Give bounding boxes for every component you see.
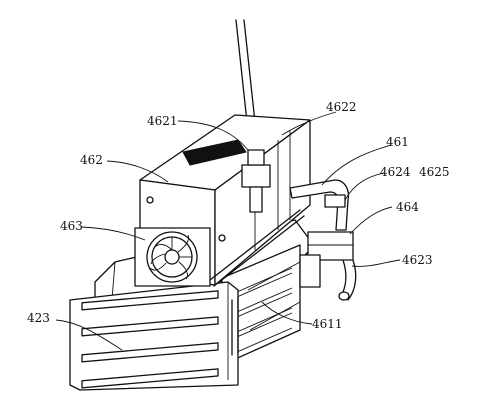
label-4611: 4611 <box>312 317 343 331</box>
label-461: 461 <box>386 135 409 149</box>
label-423: 423 <box>27 311 50 325</box>
label-4622: 4622 <box>326 100 357 114</box>
front-radiator <box>69 281 239 391</box>
label-4625: 4625 <box>419 165 450 179</box>
leader-lines <box>55 111 401 351</box>
label-464: 464 <box>396 200 419 214</box>
pipe-assembly <box>289 179 354 288</box>
hose-rod <box>338 259 357 301</box>
cable-connector <box>241 149 271 213</box>
internal-tube <box>209 209 305 356</box>
fan <box>134 227 211 287</box>
label-4624: 4624 <box>380 165 411 179</box>
label-4621: 4621 <box>147 114 178 128</box>
reference-labels: 4621 4622 462 461 4624 4625 463 464 4623… <box>27 100 450 331</box>
label-4623: 4623 <box>402 253 433 267</box>
label-462: 462 <box>80 153 103 167</box>
label-463: 463 <box>60 219 83 233</box>
